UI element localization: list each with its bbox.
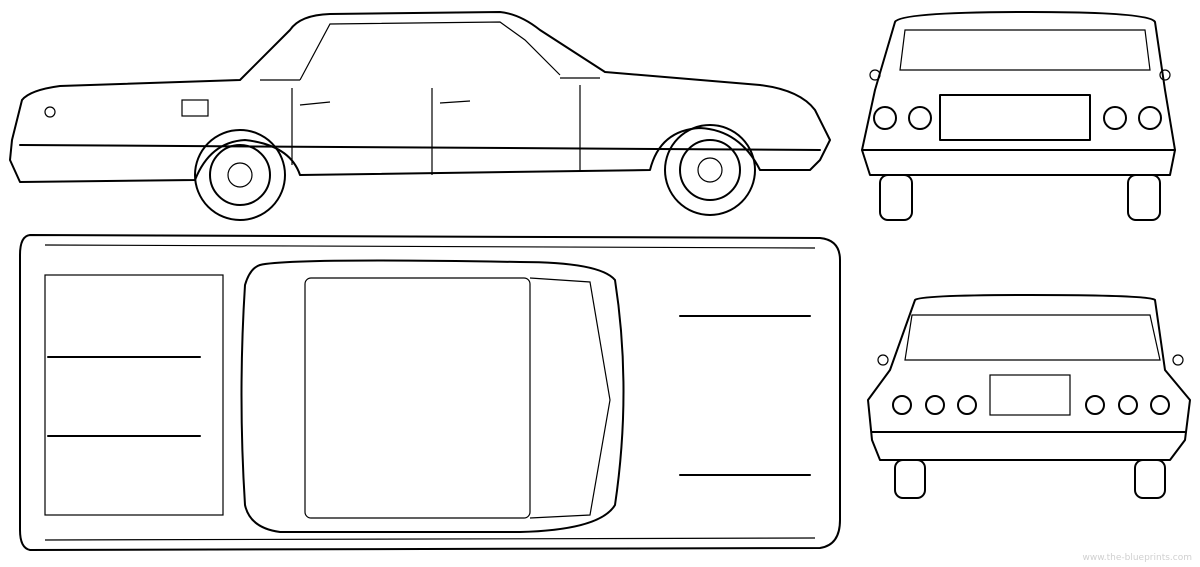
front-wheel [664,124,756,216]
top-view [19,234,841,551]
watermark: www.the-blueprints.com [1082,553,1192,563]
front-view [861,11,1176,221]
rear-view [867,294,1191,499]
side-view [9,11,831,221]
rear-wheel [194,129,286,221]
